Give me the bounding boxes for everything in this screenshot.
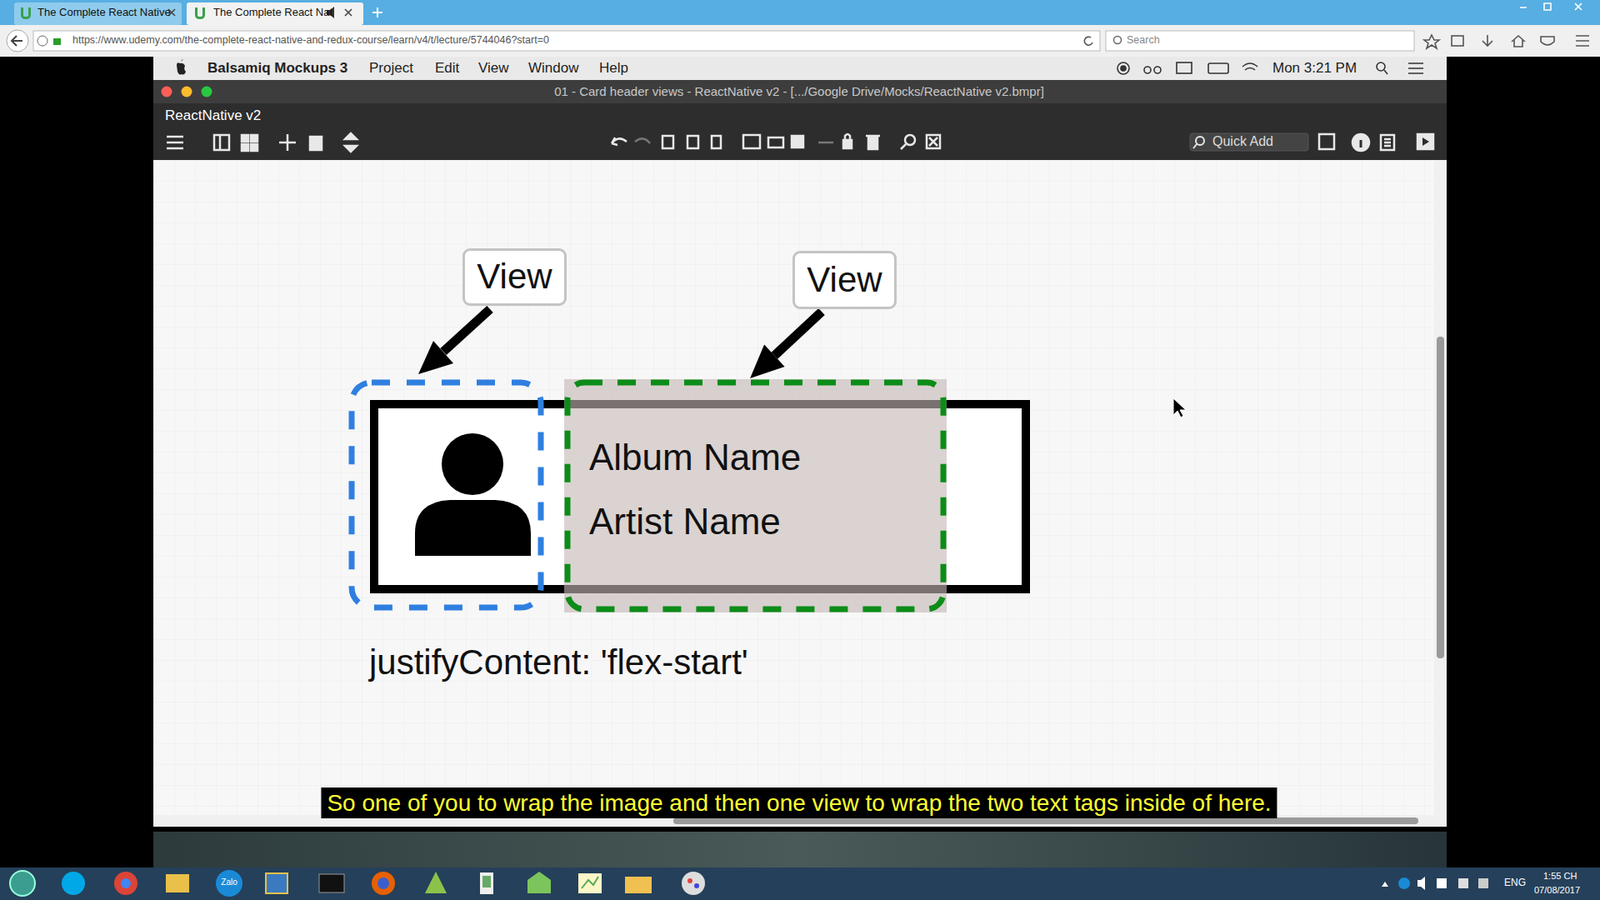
canvas-grid	[153, 160, 1434, 815]
url-box	[33, 30, 1100, 51]
info-icon	[37, 35, 48, 46]
tab-title: The Complete React Nat	[213, 5, 333, 19]
tab-title: The Complete React Native	[37, 5, 171, 20]
arrow-head	[418, 340, 454, 375]
video-landscape	[153, 831, 1447, 868]
menu-item: Help	[599, 60, 629, 76]
back-button	[6, 30, 29, 52]
menu-item: View	[478, 60, 510, 77]
clock: Mon 3:21 PM	[1272, 60, 1357, 76]
leader-arrow	[443, 309, 490, 352]
view-callout: View	[462, 248, 567, 306]
apple-logo	[176, 59, 186, 75]
back-arrow	[11, 35, 23, 46]
tab-close	[345, 9, 352, 16]
scroll-thumb	[673, 817, 1419, 825]
toolbar-icons	[166, 133, 1434, 152]
nav-bar	[0, 25, 1600, 57]
favicon	[20, 7, 31, 20]
vertical-scrollbar	[1434, 160, 1447, 815]
tab-active	[186, 2, 364, 25]
menu-item: View	[478, 60, 510, 76]
view-callout: View	[792, 250, 897, 310]
menu-item: Edit	[435, 60, 460, 77]
browser-icons	[1424, 35, 1590, 49]
lock-icon	[53, 38, 61, 45]
text-field: Album Name	[589, 435, 801, 480]
dashed-outline	[567, 382, 944, 610]
search-box	[1105, 30, 1415, 51]
tray-date: 07/08/2017	[1534, 885, 1580, 896]
tray-time: 1:55 CH	[1543, 870, 1577, 882]
menu-item: Help	[599, 60, 629, 77]
taskbar-icons	[10, 870, 1489, 897]
language-indicator: ENG	[1504, 876, 1526, 889]
window-title: 01 - Card header views - ReactNative v2 …	[554, 84, 1045, 99]
app-header	[153, 103, 1447, 160]
style-caption: justifyContent: 'flex-start'	[369, 641, 749, 684]
tab-bar	[0, 0, 1600, 25]
arrow-head	[750, 345, 785, 379]
app-name: Balsamiq Mockups 3	[207, 60, 348, 77]
menu-item: Project	[369, 60, 414, 77]
search-icon	[1114, 36, 1122, 45]
tray-time: 1:55 CH	[1543, 870, 1577, 881]
project-name: ReactNative v2	[165, 107, 261, 125]
url-text: https://www.udemy.com/the-complete-react…	[72, 34, 550, 46]
arrow-shaft	[774, 311, 822, 356]
callout-text: View	[476, 257, 552, 296]
icon-label: Zalo	[220, 877, 237, 887]
close-light	[161, 86, 173, 98]
quick-add: Quick Add	[1212, 133, 1274, 150]
video-subtitle: So one of you to wrap the image and then…	[320, 787, 1277, 819]
callout-text: View	[806, 260, 882, 300]
favicon	[195, 7, 205, 20]
new-tab	[372, 7, 383, 18]
menu-item: Edit	[435, 60, 460, 76]
page-background	[0, 56, 1600, 868]
url-text: https://www.udemy.com/the-complete-react…	[72, 34, 550, 47]
tab-title: The Complete React Nat	[213, 5, 333, 20]
window-title-bar	[153, 80, 1447, 104]
scroll-thumb	[1436, 336, 1445, 659]
person-body	[415, 500, 531, 556]
text-view-group: Album NameArtist Name	[564, 379, 947, 613]
menu-item: Project	[369, 60, 414, 76]
menu-bar-icons	[1117, 62, 1424, 75]
tray-date: 07/08/2017	[1534, 885, 1580, 895]
image-view-outline	[351, 382, 541, 608]
window-controls	[1520, 3, 1582, 10]
search-placeholder: Search	[1126, 34, 1160, 47]
project-name: ReactNative v2	[165, 107, 261, 124]
canvas	[153, 160, 1447, 825]
clock: Mon 3:21 PM	[1272, 60, 1357, 77]
search-placeholder: Search	[1126, 34, 1160, 46]
reload-icon	[1084, 36, 1093, 45]
language-indicator: ENG	[1504, 876, 1526, 889]
quick-add: Quick Add	[1212, 134, 1274, 149]
window-title: 01 - Card header views - ReactNative v2 …	[554, 84, 1045, 100]
mac-menu-bar	[153, 56, 1447, 80]
menu-item: Window	[528, 60, 579, 76]
group-outline	[564, 379, 947, 613]
menu-item: Window	[528, 60, 579, 77]
icon-label: Zalo	[220, 877, 237, 888]
taskbar	[0, 867, 1600, 900]
person-head	[441, 433, 504, 495]
tab-inactive	[14, 2, 182, 25]
zoom-light	[201, 86, 213, 98]
tab-title: The Complete React Native	[37, 5, 171, 19]
app-name: Balsamiq Mockups 3	[207, 60, 348, 76]
minimize-light	[181, 86, 193, 98]
style-caption: justifyContent: 'flex-start'	[369, 642, 749, 682]
mouse-cursor	[1173, 398, 1186, 418]
text-field: Artist Name	[589, 500, 781, 545]
video-subtitle: So one of you to wrap the image and then…	[326, 790, 1271, 816]
view-arrow	[750, 311, 822, 379]
